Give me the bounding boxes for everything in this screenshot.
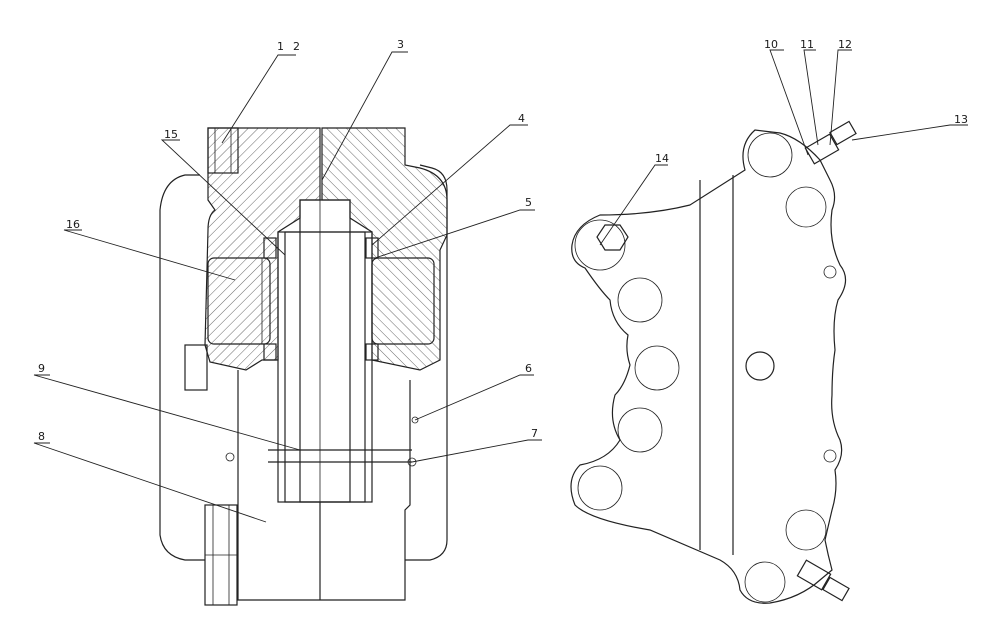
callout-8: 8 [38, 430, 45, 443]
bolt-head-group [574, 132, 837, 603]
callout-12: 12 [838, 38, 852, 51]
callout-16: 16 [66, 218, 80, 231]
plate-outline [570, 129, 847, 604]
top-bolt [207, 127, 239, 174]
callout-4: 4 [518, 112, 525, 125]
head-block-left [204, 127, 321, 371]
seal-ring [263, 237, 277, 259]
bleed-nipple [796, 120, 857, 602]
friction-pad [207, 257, 271, 345]
callout-labels: 1 2 3 4 5 6 7 8 9 10 11 12 13 14 15 16 [38, 38, 968, 443]
callout-1: 1 [277, 40, 284, 53]
callout-6: 6 [525, 362, 532, 375]
callout-13: 13 [954, 113, 968, 126]
friction-pad-right [371, 257, 435, 345]
head-block-right [321, 127, 448, 371]
callout-9: 9 [38, 362, 45, 375]
callout-10: 10 [764, 38, 778, 51]
callout-5: 5 [525, 196, 532, 209]
callout-15: 15 [164, 128, 178, 141]
side-lug [184, 344, 208, 391]
pin [225, 452, 235, 462]
callout-14: 14 [655, 152, 669, 165]
housing-outline [159, 174, 205, 561]
piston-rod [299, 199, 351, 503]
callout-7: 7 [531, 427, 538, 440]
callout-2: 2 [293, 40, 300, 53]
callout-3: 3 [397, 38, 404, 51]
caliper-plate [570, 120, 857, 604]
callout-11: 11 [800, 38, 814, 51]
housing-right-outline [405, 164, 448, 561]
leader-lines [33, 49, 968, 523]
section-view [159, 127, 448, 606]
